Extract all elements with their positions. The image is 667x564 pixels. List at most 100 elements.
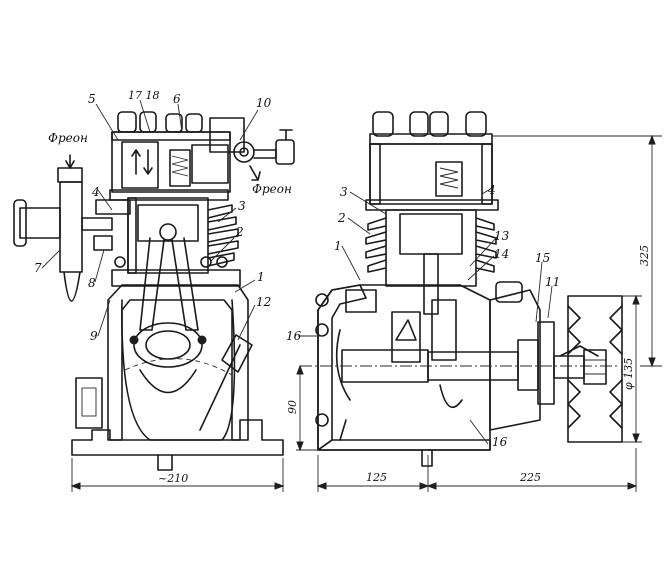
right-valve-plate bbox=[365, 199, 499, 211]
dim-label-325: 325 bbox=[638, 245, 651, 266]
left-valve-plate bbox=[109, 189, 229, 201]
label-3-left: 3 bbox=[238, 199, 246, 213]
left-crank-bolt-l bbox=[129, 335, 139, 345]
right-bolt-1 bbox=[315, 293, 329, 307]
right-bearing-housing bbox=[431, 299, 457, 361]
left-leader-lines bbox=[41, 99, 259, 341]
left-valve-spring bbox=[171, 155, 189, 177]
left-crank-eye bbox=[133, 322, 203, 368]
left-foot-boss bbox=[75, 377, 103, 429]
right-cylinder-head bbox=[369, 143, 493, 205]
left-head-studs bbox=[117, 111, 203, 133]
right-cylinder-fins-left bbox=[365, 217, 387, 273]
dim-label-90: 90 bbox=[286, 400, 299, 414]
dim-210 bbox=[70, 458, 285, 492]
right-seal-ring bbox=[517, 339, 539, 391]
right-section-view bbox=[296, 111, 662, 492]
left-section-view bbox=[13, 99, 295, 492]
left-crank-bolt-r bbox=[197, 335, 207, 345]
right-bolt-3 bbox=[315, 413, 329, 427]
left-discharge-valve-hub bbox=[239, 147, 249, 157]
label-16-left: 16 bbox=[286, 329, 302, 343]
label-15: 15 bbox=[535, 251, 550, 265]
right-piston bbox=[399, 213, 463, 255]
right-drain-plug bbox=[421, 449, 433, 467]
label-5: 5 bbox=[88, 92, 96, 106]
label-14: 14 bbox=[494, 247, 509, 261]
suction-pipe bbox=[81, 217, 113, 231]
label-3-right: 3 bbox=[340, 185, 348, 199]
left-oil-level bbox=[124, 358, 233, 376]
label-6: 6 bbox=[173, 92, 181, 106]
suction-valve-body bbox=[59, 181, 83, 273]
left-conrod-2 bbox=[171, 237, 199, 331]
left-piston bbox=[137, 204, 199, 242]
label-4-left: 4 bbox=[91, 185, 100, 199]
label-1-right: 1 bbox=[334, 239, 342, 253]
left-base-foot bbox=[71, 419, 284, 456]
left-crankcase-wall bbox=[107, 284, 249, 441]
left-cover-12 bbox=[221, 334, 253, 373]
left-piston-pin bbox=[159, 223, 177, 241]
label-7: 7 bbox=[34, 261, 42, 275]
left-discharge-cap bbox=[279, 129, 293, 141]
dim-325 bbox=[492, 134, 662, 368]
part-labels: 5 17 18 6 10 Фреон Фреон 4 3 2 1 12 7 8 … bbox=[34, 89, 560, 449]
freon-in-arrow bbox=[65, 154, 75, 169]
label-4-right: 4 bbox=[487, 183, 496, 197]
left-crank-journal bbox=[145, 330, 191, 360]
label-10: 10 bbox=[256, 96, 272, 110]
label-2-right: 2 bbox=[337, 211, 346, 225]
right-cylinder bbox=[385, 209, 477, 287]
right-crank-pin bbox=[395, 319, 417, 341]
right-counterweight bbox=[439, 384, 463, 409]
right-valve-spring bbox=[439, 167, 459, 189]
left-foot-hole bbox=[81, 387, 97, 417]
suction-elbow bbox=[95, 199, 131, 215]
label-12: 12 bbox=[256, 295, 271, 309]
label-13: 13 bbox=[494, 229, 510, 243]
left-cover-line bbox=[199, 344, 241, 431]
right-plug-14 bbox=[495, 281, 523, 303]
right-head-wall-l bbox=[369, 143, 381, 205]
label-freon-in: Фреон bbox=[48, 131, 88, 145]
left-crankcase-inner bbox=[121, 299, 236, 441]
right-seal-housing bbox=[489, 289, 541, 431]
right-conrod bbox=[423, 253, 439, 315]
left-crank-web bbox=[139, 369, 197, 394]
left-discharge-valve-wheel bbox=[233, 141, 255, 163]
label-11: 11 bbox=[545, 275, 560, 289]
label-2-left: 2 bbox=[235, 225, 244, 239]
suction-bottom-cone bbox=[63, 271, 81, 302]
left-cylinder bbox=[127, 197, 209, 274]
left-discharge-valve-body bbox=[209, 117, 245, 153]
left-discharge-pipe bbox=[253, 149, 277, 159]
left-conrod bbox=[139, 237, 165, 331]
dimension-labels: ~210 90 125 225 325 φ 135 bbox=[158, 245, 651, 485]
right-head-studs bbox=[372, 111, 487, 137]
right-pulley bbox=[567, 295, 623, 443]
dim-125-225 bbox=[316, 448, 638, 492]
left-suction-chamber bbox=[121, 141, 159, 189]
left-cylinder-fins bbox=[207, 204, 239, 267]
right-shaft-end bbox=[553, 355, 585, 379]
right-key bbox=[559, 345, 599, 357]
suction-handwheel bbox=[13, 199, 27, 247]
left-flow-arrow-1 bbox=[131, 149, 141, 175]
dim-label-225: 225 bbox=[519, 471, 541, 484]
label-1-left: 1 bbox=[257, 270, 265, 284]
right-leader-lines bbox=[298, 187, 553, 445]
label-17-18: 17 18 bbox=[128, 89, 160, 102]
suction-top-nut bbox=[57, 167, 83, 183]
right-crank-throw bbox=[391, 311, 421, 363]
dim-label-210: ~210 bbox=[158, 472, 188, 485]
suction-side-handle bbox=[19, 207, 61, 239]
left-discharge-fitting bbox=[275, 139, 295, 165]
right-inner-curve-1 bbox=[335, 329, 351, 401]
left-cylinder-wall-l bbox=[127, 197, 137, 274]
right-inner-line bbox=[339, 419, 347, 441]
label-16-bottom: 16 bbox=[492, 435, 508, 449]
left-flange-bolt-1 bbox=[114, 256, 126, 268]
